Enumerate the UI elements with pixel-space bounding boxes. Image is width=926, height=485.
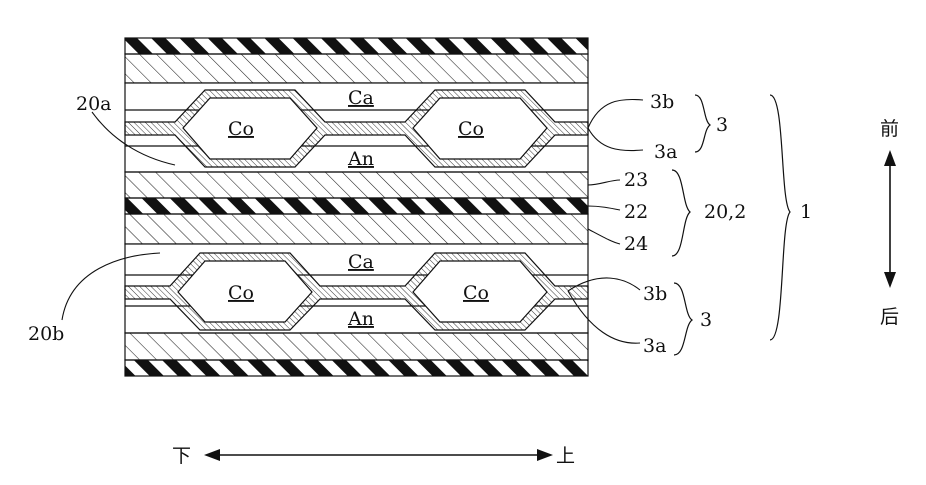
- front-back-arrow: 前 后: [880, 118, 899, 328]
- ref-23: 23: [624, 169, 648, 191]
- label-co-upper-right: Co: [458, 118, 484, 140]
- ref-3a-top: 3a: [654, 141, 677, 163]
- label-ca-upper: Ca: [348, 87, 374, 109]
- ref-22: 22: [624, 201, 648, 223]
- ref-3b-bottom: 3b: [643, 283, 667, 305]
- ref-20a: 20a: [76, 93, 112, 115]
- direction-front: 前: [880, 118, 899, 140]
- ref-20b: 20b: [28, 323, 64, 345]
- ref-3-bottom: 3: [700, 309, 712, 331]
- bottom-collector-layer: [125, 333, 588, 360]
- braces: [672, 95, 790, 355]
- label-an-lower: An: [347, 308, 374, 330]
- label-co-lower-left: Co: [228, 282, 254, 304]
- direction-down: 下: [172, 445, 191, 467]
- ref-3a-bottom: 3a: [643, 335, 666, 357]
- ref-3b-top: 3b: [650, 91, 674, 113]
- direction-back: 后: [880, 306, 899, 328]
- layer-23: [125, 172, 588, 198]
- label-co-lower-right: Co: [463, 282, 489, 304]
- label-an-upper: An: [347, 148, 374, 170]
- label-co-upper-left: Co: [228, 118, 254, 140]
- direction-up: 上: [556, 445, 575, 467]
- layer-24: [125, 214, 588, 244]
- top-outer-film: [125, 38, 588, 54]
- layer-22: [125, 198, 588, 214]
- label-ca-lower: Ca: [348, 251, 374, 273]
- ref-1: 1: [800, 201, 812, 223]
- bottom-outer-film: [125, 360, 588, 376]
- ref-24: 24: [624, 233, 648, 255]
- ref-3-top: 3: [716, 114, 728, 136]
- top-collector-layer: [125, 54, 588, 83]
- down-up-arrow: 下 上: [172, 445, 575, 467]
- ref-20-2: 20,2: [704, 201, 746, 223]
